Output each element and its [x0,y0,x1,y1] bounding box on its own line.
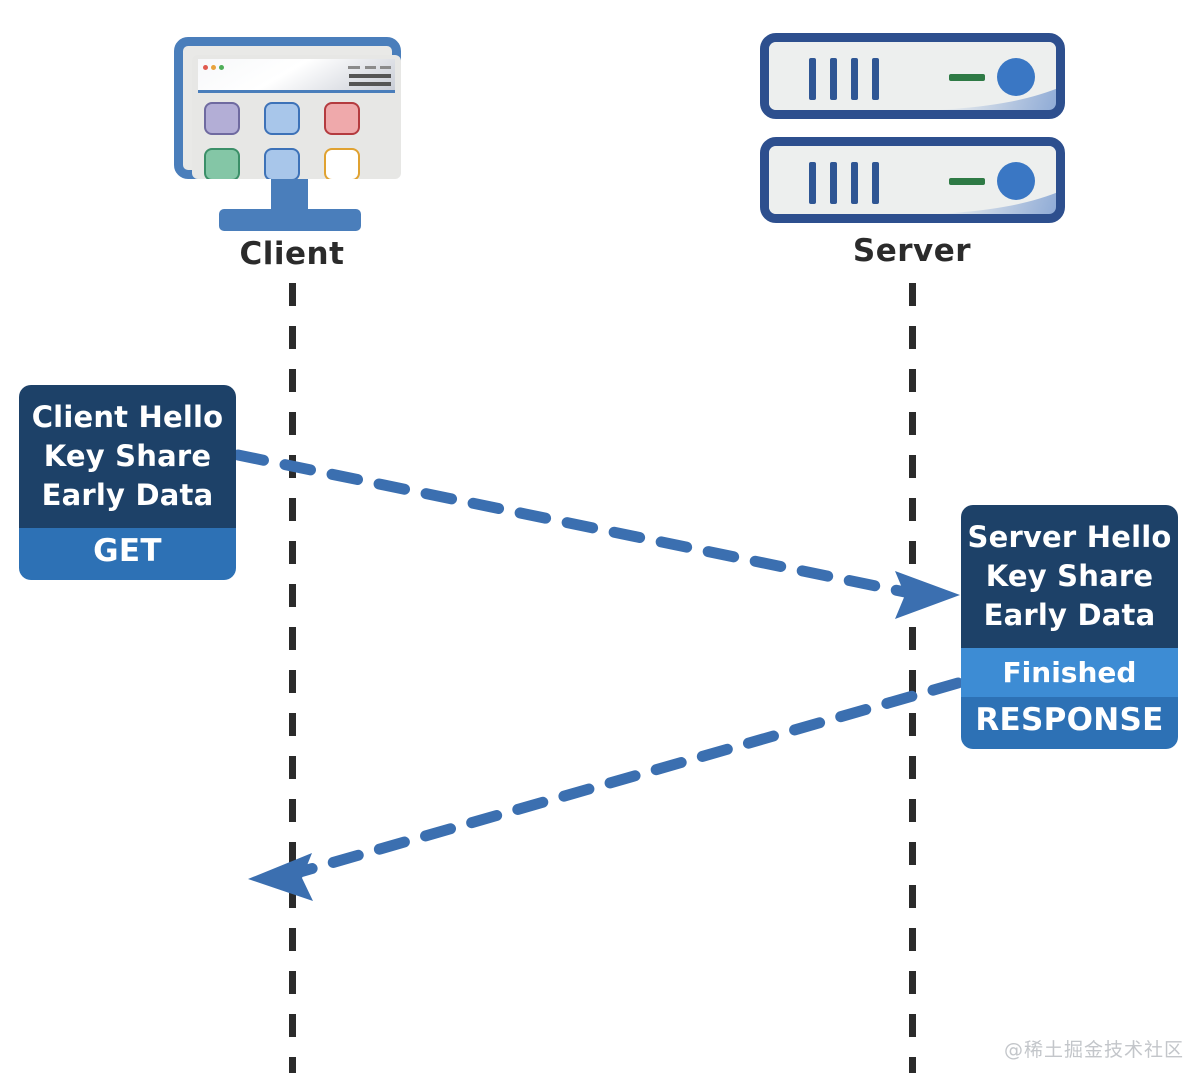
traffic-light-green-icon [219,65,224,70]
message-sub-response: RESPONSE [961,697,1178,749]
tile-blue [264,102,300,135]
actor-label-server: Server [852,233,972,269]
server-vent-bar-3 [851,162,858,204]
server-vent-bar-1 [809,162,816,204]
message-box-server-hello: Server Hello Key Share Early Data Finish… [961,505,1178,749]
server-vent-bar-3 [851,58,858,100]
lifeline-client [289,283,296,1073]
hamburger-icon-line-2 [349,82,391,86]
arrowhead-left-icon [248,853,313,901]
app-tile-grid [204,102,392,179]
monitor-base [219,209,361,231]
server-knob-icon-bottom [997,162,1035,200]
message-line-server-hello: Server Hello [967,520,1172,554]
arrowhead-right-icon [895,571,960,619]
message-box-client-hello: Client Hello Key Share Early Data GET [19,385,236,580]
message-sub-get: GET [19,528,236,580]
traffic-light-yellow-icon [211,65,216,70]
titlebar-dash-2 [365,66,376,69]
server-led-icon-bottom [949,178,985,185]
server-led-icon-top [949,74,985,81]
monitor-bezel [174,37,401,179]
server-rack-icon [760,33,1065,223]
tile-green [204,148,240,179]
server-vent-bar-2 [830,162,837,204]
arrow-server-to-client [294,677,964,878]
server-vent-bar-4 [872,162,879,204]
watermark: @稀土掘金技术社区 [1003,1039,1184,1061]
message-line-client-hello: Client Hello [31,400,224,434]
monitor-screen [192,55,401,179]
tile-red [324,102,360,135]
message-line-key-share: Key Share [985,559,1154,593]
message-sub-finished: Finished [961,648,1178,697]
message-head-server: Server Hello Key Share Early Data [961,505,1178,648]
browser-titlebar [198,59,395,93]
lifeline-server [909,283,916,1073]
server-vent-bar-2 [830,58,837,100]
titlebar-dash-1 [348,66,360,69]
message-head-client: Client Hello Key Share Early Data [19,385,236,528]
server-vent-bar-1 [809,58,816,100]
titlebar-dash-3 [380,66,391,69]
arrow-client-to-server [232,449,911,598]
message-line-key-share: Key Share [43,439,212,473]
desktop-monitor-icon [174,37,409,231]
message-line-early-data: Early Data [983,598,1156,632]
server-unit-bottom [760,137,1065,223]
monitor-neck [271,179,308,213]
server-vent-bar-4 [872,58,879,100]
server-unit-top [760,33,1065,119]
hamburger-icon-line-1 [349,74,391,78]
actor-label-client: Client [239,236,345,272]
tile-blue-2 [264,148,300,179]
traffic-light-red-icon [203,65,208,70]
tile-purple [204,102,240,135]
tile-orange [324,148,360,179]
message-line-early-data: Early Data [41,478,214,512]
server-knob-icon-top [997,58,1035,96]
